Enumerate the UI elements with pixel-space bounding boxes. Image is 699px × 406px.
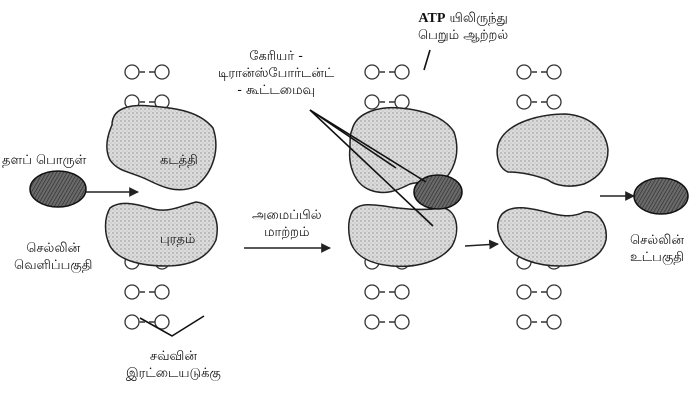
phospholipid-pair	[364, 284, 410, 300]
atp-energy-label: ATP யிலிருந்து பெறும் ஆற்றல்	[418, 11, 509, 43]
phospholipid-pair	[364, 64, 410, 80]
phospholipid-pair	[516, 64, 562, 80]
phospholipid-pair	[124, 284, 170, 300]
release-step-arrow	[464, 239, 499, 250]
phospholipid-pair	[516, 94, 562, 110]
phospholipid-pair	[124, 314, 170, 330]
conformation-change-label: அமைப்பில் மாற்றம்	[252, 208, 322, 240]
cell-interior-label: செல்லின் உட்பகுதி	[630, 233, 684, 265]
protein-label: புரதம்	[160, 232, 196, 247]
phospholipid-pair	[364, 94, 410, 110]
phospholipid-pair	[516, 314, 562, 330]
cell-exterior-label: செல்லின் வெளிப்பகுதி	[14, 241, 93, 273]
pointer-lines	[139, 49, 434, 337]
bilayer-label: சவ்வின் இரட்டையடுக்கு	[126, 349, 221, 381]
solute-label: தளப் பொருள்	[2, 153, 87, 168]
channel-label: கடத்தி	[160, 153, 198, 168]
solute-molecule-outside	[29, 170, 87, 208]
phospholipid-pair	[124, 64, 170, 80]
phospholipid-pair	[364, 314, 410, 330]
membrane-bilayer	[124, 64, 562, 330]
process-arrows	[86, 187, 635, 253]
phospholipid-pair	[516, 284, 562, 300]
carrier-protein-state-2	[347, 106, 463, 268]
solute-molecule-inside	[633, 177, 689, 215]
carrier-protein-state-1	[104, 104, 218, 267]
bound-solute-molecule	[413, 174, 463, 210]
carrier-complex-label: கேரியர் - டிரான்ஸ்போர்டன்ட் - கூட்டமைவு	[218, 49, 335, 98]
carrier-protein-state-3	[496, 113, 609, 267]
